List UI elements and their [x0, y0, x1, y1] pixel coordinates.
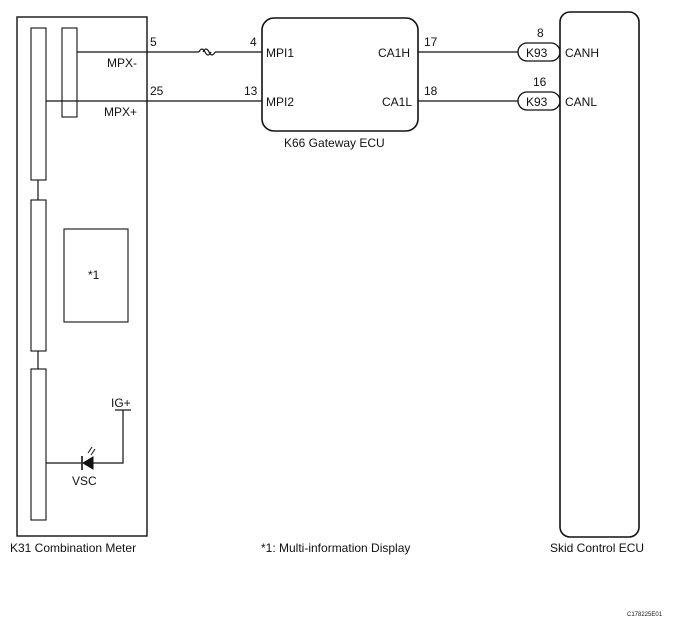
footnote-text: *1: Multi-information Display: [261, 541, 410, 555]
meter-strip-middle: [30, 199, 47, 352]
vsc-label: VSC: [72, 474, 97, 488]
pin-mpx-minus-number: 5: [150, 35, 157, 49]
ig-plus-label: IG+: [111, 396, 131, 410]
pin-canh-number: 8: [537, 26, 544, 40]
wire-break-symbol: [198, 48, 212, 56]
pin-mpi2-label: MPI2: [266, 95, 294, 109]
pin-ca1l-number: 18: [424, 84, 438, 98]
pin-mpx-minus-label: MPX-: [107, 56, 137, 70]
skid-control-ecu-box: [559, 11, 640, 538]
meter-strip-bus: [61, 27, 78, 118]
meter-strip-top: [30, 27, 47, 181]
pin-mpx-plus-label: MPX+: [104, 105, 137, 119]
pin-canl-number: 16: [533, 75, 547, 89]
multi-information-display-box: [63, 228, 129, 323]
connector-k93-upper-label: K93: [526, 46, 548, 60]
pin-mpi1-number: 4: [250, 35, 257, 49]
pin-ca1h-label: CA1H: [378, 46, 410, 60]
pin-canh-label: CANH: [565, 46, 599, 60]
vsc-led-icon: [81, 446, 96, 470]
pin-ca1h-number: 17: [424, 35, 438, 49]
gateway-ecu-box: [261, 17, 419, 132]
pin-canl-label: CANL: [565, 95, 597, 109]
display-ref-label: *1: [88, 268, 100, 282]
combination-meter-name: K31 Combination Meter: [10, 541, 136, 555]
pin-ca1l-label: CA1L: [382, 95, 412, 109]
gateway-ecu-name: K66 Gateway ECU: [284, 136, 385, 150]
pin-mpi2-number: 13: [244, 84, 258, 98]
pin-mpx-plus-number: 25: [150, 84, 164, 98]
pin-mpi1-label: MPI1: [266, 46, 294, 60]
skid-control-ecu-name: Skid Control ECU: [550, 541, 644, 555]
wire-break-symbol-2: [202, 48, 216, 56]
connector-k93-lower-label: K93: [526, 95, 548, 109]
meter-strip-bottom: [30, 368, 47, 521]
figure-code: C178225E01: [627, 612, 663, 618]
wire-ig-to-vsc: [93, 410, 124, 464]
